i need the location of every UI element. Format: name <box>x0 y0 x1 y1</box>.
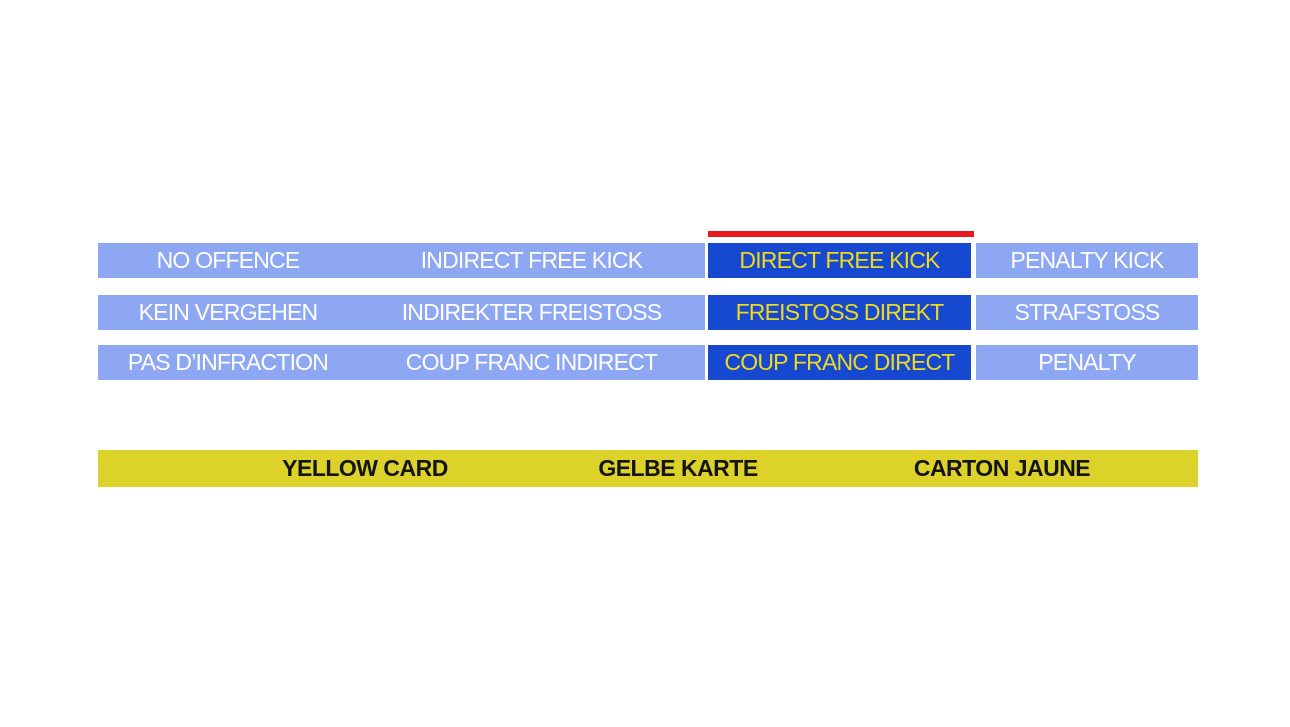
option-coup-franc-indirect[interactable]: COUP FRANC INDIRECT <box>405 349 658 375</box>
option-kein-vergehen[interactable]: KEIN VERGEHEN <box>138 299 319 325</box>
option-strafstoss[interactable]: STRAFSTOSS <box>976 295 1198 330</box>
card-label-carton-jaune: CARTON JAUNE <box>913 455 1091 481</box>
option-no-offence[interactable]: NO OFFENCE <box>156 247 301 273</box>
option-direct-free-kick[interactable]: DIRECT FREE KICK <box>708 243 971 278</box>
option-pas-d-infraction[interactable]: PAS D’INFRACTION <box>127 349 329 375</box>
option-coup-franc-direct[interactable]: COUP FRANC DIRECT <box>708 345 971 380</box>
option-indirect-free-kick[interactable]: INDIRECT FREE KICK <box>420 247 643 273</box>
answer-row-left-bar: NO OFFENCE INDIRECT FREE KICK <box>98 243 705 278</box>
answer-row-french: PAS D’INFRACTION COUP FRANC INDIRECT COU… <box>98 345 1198 380</box>
card-label-gelbe-karte: GELBE KARTE <box>598 455 758 481</box>
card-label-yellow-card: YELLOW CARD <box>282 455 448 481</box>
yellow-card-bar[interactable]: YELLOW CARD GELBE KARTE CARTON JAUNE <box>98 450 1198 487</box>
answer-row-left-bar: KEIN VERGEHEN INDIREKTER FREISTOSS <box>98 295 705 330</box>
answer-row-german: KEIN VERGEHEN INDIREKTER FREISTOSS FREIS… <box>98 295 1198 330</box>
option-penalty-kick[interactable]: PENALTY KICK <box>976 243 1198 278</box>
answer-row-left-bar: PAS D’INFRACTION COUP FRANC INDIRECT <box>98 345 705 380</box>
answer-row-english: NO OFFENCE INDIRECT FREE KICK DIRECT FRE… <box>98 243 1198 278</box>
selected-answer-indicator <box>708 231 974 237</box>
option-penalty[interactable]: PENALTY <box>976 345 1198 380</box>
option-indirekter-freistoss[interactable]: INDIREKTER FREISTOSS <box>401 299 662 325</box>
option-freistoss-direkt[interactable]: FREISTOSS DIREKT <box>708 295 971 330</box>
